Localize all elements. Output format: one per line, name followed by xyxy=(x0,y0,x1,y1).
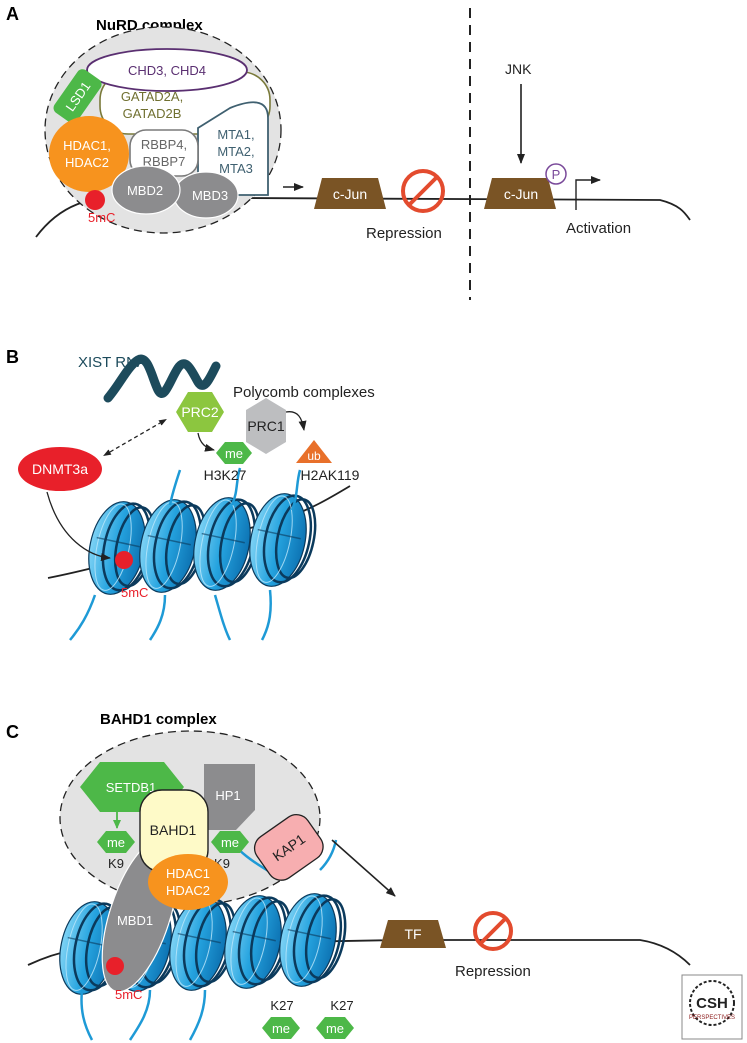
prc1-label: PRC1 xyxy=(247,418,285,434)
dnmt3a-label: DNMT3a xyxy=(32,461,88,477)
cjun-gene-right xyxy=(484,178,556,209)
methyl-label-b: 5mC xyxy=(121,585,148,600)
panel-a: A NuRD complex GATAD2A, GATAD2B CHD3, CH… xyxy=(6,4,691,300)
rbbp-label-1: RBBP4, xyxy=(141,137,187,152)
ub-badge xyxy=(296,440,332,463)
methyl-cytosine-a xyxy=(85,190,105,210)
cjun-label-left: c-Jun xyxy=(333,186,367,202)
kap1-shape: KAP1 xyxy=(253,814,324,881)
repression-label-a: Repression xyxy=(366,225,442,242)
methyl-cytosine-c xyxy=(106,957,124,975)
h3k27-label: H3K27 xyxy=(204,467,247,483)
mbd2-label: MBD2 xyxy=(127,183,163,198)
me-label-k27-left: me xyxy=(272,1021,290,1036)
chd-label: CHD3, CHD4 xyxy=(128,63,206,78)
mta-label-2: MTA2, xyxy=(217,144,254,159)
tf-gene xyxy=(380,920,446,948)
jnk-label: JNK xyxy=(505,61,532,77)
panel-b-letter: B xyxy=(6,347,19,367)
hdac-c-label-2: HDAC2 xyxy=(166,883,210,898)
hp1-label: HP1 xyxy=(215,788,240,803)
k27-label-right: K27 xyxy=(330,998,353,1013)
hdac-label-1: HDAC1, xyxy=(63,138,111,153)
mta-shape xyxy=(197,101,269,196)
tf-label: TF xyxy=(404,926,421,942)
repression-icon-c xyxy=(473,911,513,951)
dna-ring-icon xyxy=(689,980,735,1026)
me-label-k9-left: me xyxy=(107,835,125,850)
prc1-arrow xyxy=(285,411,307,431)
logo-text-perspectives: PERSPECTIVES xyxy=(689,1015,735,1021)
setdb1-label: SETDB1 xyxy=(106,780,157,795)
panel-c-letter: C xyxy=(6,722,19,742)
me-label-k9-right: me xyxy=(221,835,239,850)
panel-a-letter: A xyxy=(6,4,19,24)
polycomb-label: Polycomb complexes xyxy=(233,384,375,401)
repression-icon xyxy=(401,169,445,213)
xist-rna-shape xyxy=(103,354,221,403)
k27-label-left: K27 xyxy=(270,998,293,1013)
bahd1-title: BAHD1 complex xyxy=(100,711,217,728)
hdac-c-label-1: HDAC1 xyxy=(166,866,210,881)
panel-c: C BAHD1 complex MBD1 5mC HP1 SET xyxy=(6,711,691,1041)
rbbp-label-2: RBBP7 xyxy=(143,154,186,169)
mta-label-1: MTA1, xyxy=(217,127,254,142)
panel-b: B XIST RNA Polycomb complexes DNMT3a 5mC xyxy=(6,347,375,641)
h2ak119-label: H2AK119 xyxy=(301,467,360,483)
hp1-shape xyxy=(204,764,255,830)
me-badge-k9-right xyxy=(211,831,249,853)
phospho-badge xyxy=(545,163,567,185)
me-badge-b xyxy=(216,442,252,464)
dnmt3a-shape xyxy=(18,447,102,491)
methyl-label-c: 5mC xyxy=(115,987,142,1002)
cjun-label-right: c-Jun xyxy=(504,186,538,202)
methyl-label-a: 5mC xyxy=(88,210,115,225)
bahd1-label: BAHD1 xyxy=(150,822,197,838)
me-label-k27-right: me xyxy=(326,1021,344,1036)
me-label-b: me xyxy=(225,446,243,461)
me-badge-k27-left xyxy=(262,1017,300,1039)
logo-text-csh: CSH xyxy=(696,995,728,1012)
prc2-shape xyxy=(176,392,224,432)
arrow-to-tf xyxy=(331,839,396,897)
mbd1-label: MBD1 xyxy=(117,913,153,928)
gatad-label-1: GATAD2A, xyxy=(121,89,183,104)
hdac-nurd-shape xyxy=(49,116,129,192)
hdac-bahd1-shape xyxy=(148,854,228,910)
me-badge-k27-right xyxy=(316,1017,354,1039)
gatad-label-2: GATAD2B xyxy=(123,106,182,121)
prc2-label: PRC2 xyxy=(181,404,219,420)
histone-tails-b xyxy=(69,467,302,641)
prc2-arrow xyxy=(197,432,215,452)
methyl-cytosine-b xyxy=(115,551,133,569)
repression-label-c: Repression xyxy=(455,963,531,980)
k9-label-left: K9 xyxy=(108,856,124,871)
ub-label: ub xyxy=(307,449,321,463)
me-badge-k9-left xyxy=(97,831,135,853)
chd-shape xyxy=(86,48,248,92)
nucleosome-b4 xyxy=(240,487,324,595)
hdac-label-2: HDAC2 xyxy=(65,155,109,170)
mbd2-shape xyxy=(111,165,181,215)
dnmt-arrow xyxy=(46,491,111,562)
csh-logo: CSH PERSPECTIVES xyxy=(681,974,743,1040)
activation-label: Activation xyxy=(566,220,631,237)
phospho-label: P xyxy=(552,167,561,182)
mbd3-label: MBD3 xyxy=(192,188,228,203)
tss-arrow xyxy=(575,176,601,210)
mta-label-3: MTA3 xyxy=(219,161,253,176)
prc1-shape xyxy=(246,398,286,454)
dnmt-prc2-interaction xyxy=(103,418,167,457)
cjun-gene-left xyxy=(314,178,386,209)
